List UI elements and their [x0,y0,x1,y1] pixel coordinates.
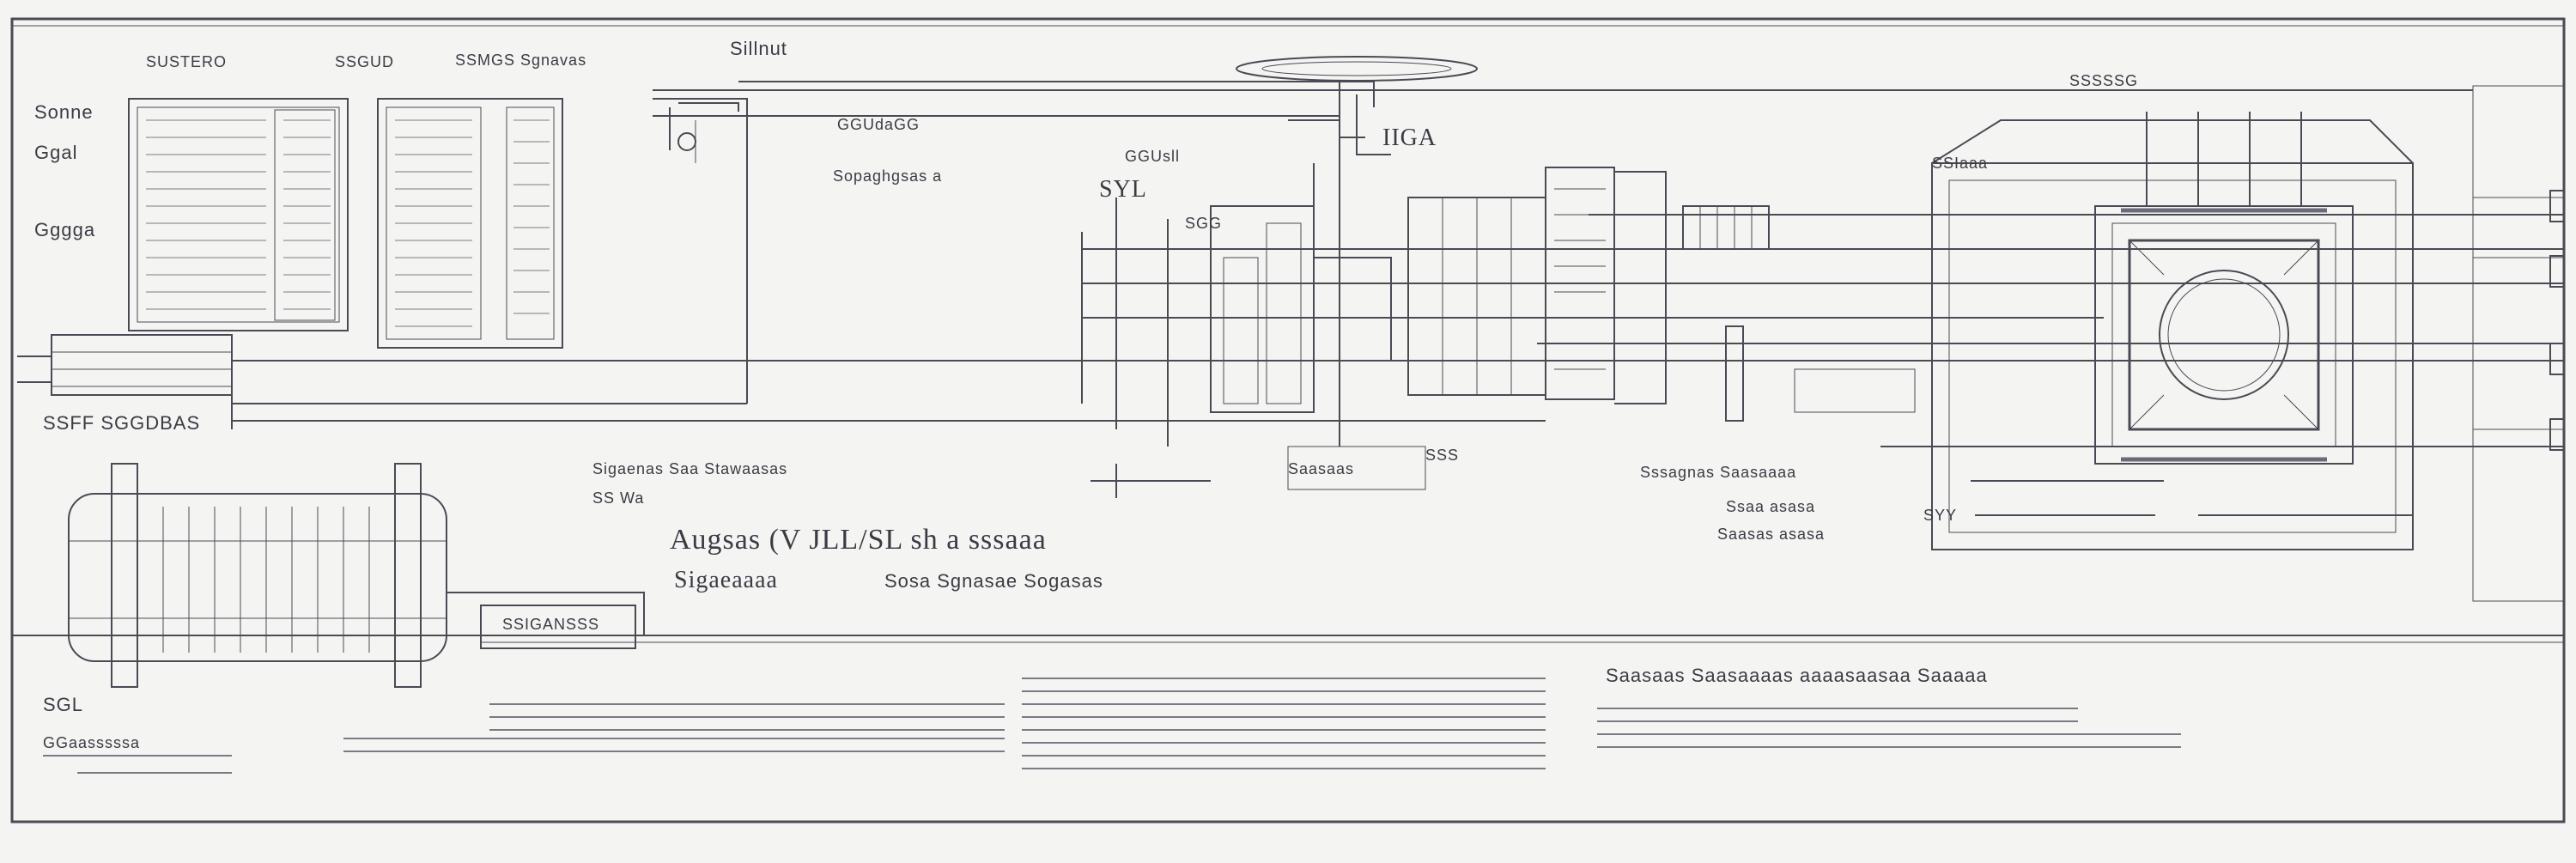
top-center-element [1236,56,1478,138]
label-mid-caption-a: Sigaenas Saa Stawaasas [592,460,788,477]
label-box-tag: SSIGANSSS [502,616,600,633]
label-small-d: SSIaaa [1932,155,1989,172]
label-small-b: SSS [1425,447,1460,464]
label-left-side-c: Gggga [34,219,96,240]
label-node-b: GGUsll [1125,148,1180,165]
panel-left-b [377,98,563,349]
label-small-c: SYY [1923,507,1958,524]
label-right-top: SSSSSG [2069,72,2139,89]
label-node-c: SYL [1099,176,1147,203]
label-mid-caption-b: SS Wa [592,489,645,507]
label-right-caption-b: Ssaa asasa [1726,498,1816,515]
label-bottom-left-b: GGaasssssa [43,734,141,751]
label-top-mid-a: GGUdaGG [837,116,920,133]
label-bottom-heading: Saasaas Saasaaaas aaaasaasaa Saaaaa [1606,665,1988,686]
label-node-a: IIGA [1382,125,1437,151]
label-formula-sub2: Sosa Sgnasae Sogasas [884,570,1103,592]
label-top-mid-b: Sopaghgsas a [833,167,943,185]
label-top-left-c: SSMGS Sgnavas [455,52,587,69]
label-left-bottom: SSFF SGGDBAS [43,412,201,434]
square-device [2094,112,2354,465]
label-top-left-a: SUSTERO [146,53,228,70]
label-left-side-b: Ggal [34,142,78,163]
label-formula-sub: Sigaeaaaa [674,567,778,593]
label-right-caption-c: Saasas asasa [1717,526,1826,543]
label-bottom-left-a: SGL [43,694,84,715]
right-enclosure [1931,85,2565,602]
left-connector-block [17,334,233,429]
label-top-left-b: SSGUD [335,53,395,70]
panel-left-a [128,98,349,331]
label-left-side-a: Sonne [34,101,94,123]
label-right-caption-a: Sssagnas Saasaaaa [1640,464,1797,481]
right-inline-components [2549,190,2565,451]
bus-lines [232,81,2564,447]
label-top-center: Sillnut [730,38,787,59]
central-circuit [1081,94,1916,498]
top-left-connector [677,102,739,163]
coil-cylinder [68,463,645,688]
label-small-a: SGG [1185,215,1223,232]
label-small-e: Saasaas [1288,460,1355,477]
label-formula: Augsas (V JLL/SL sh a sssaaa [670,524,1047,556]
panel-hatching [146,119,550,327]
